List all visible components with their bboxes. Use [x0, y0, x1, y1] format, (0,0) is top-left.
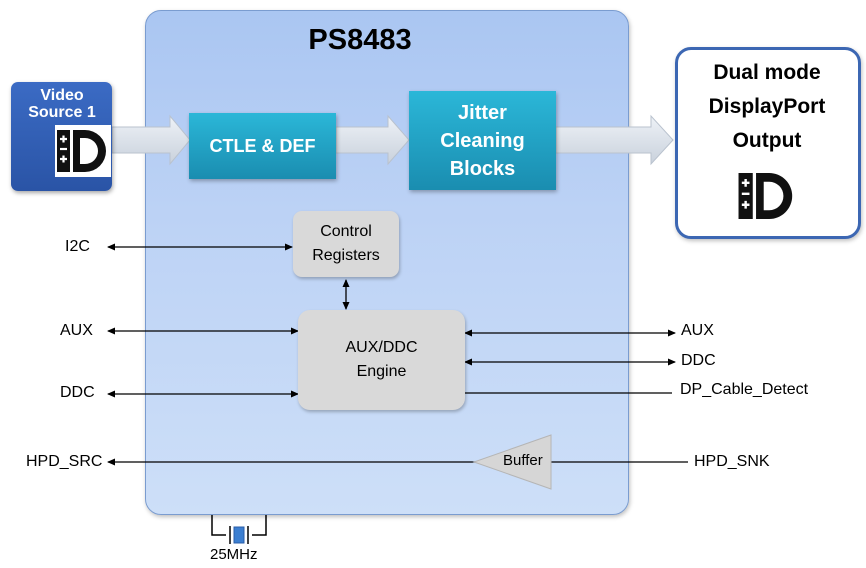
control-registers-line2: Registers [312, 247, 380, 264]
video-source-label-line1: Video [40, 87, 84, 104]
displayport-logo-icon [738, 173, 793, 219]
signal-label-hpd-snk: HPD_SNK [694, 453, 770, 470]
output-label-line2: DisplayPort [708, 95, 826, 118]
output-label-line1: Dual mode [713, 61, 821, 84]
chip-title: PS8483 [308, 24, 412, 56]
jitter-label-line1: Jitter [458, 101, 507, 124]
flow-arrow-source-to-ctle [111, 114, 191, 166]
jitter-cleaning-block: Jitter Cleaning Blocks [409, 91, 556, 190]
ctle-def-block: CTLE & DEF [189, 113, 336, 179]
jitter-label-line2: Cleaning [440, 129, 525, 152]
signal-label-aux-left: AUX [60, 322, 93, 339]
crystal-label: 25MHz [210, 546, 258, 563]
jitter-label-line3: Blocks [449, 157, 516, 180]
signal-label-cable-detect: DP_Cable_Detect [680, 381, 809, 398]
output-box [675, 47, 861, 239]
video-source-label-line2: Source 1 [28, 104, 96, 121]
displayport-logo-icon [57, 130, 106, 172]
signal-label-hpd-src: HPD_SRC [26, 453, 103, 470]
buffer-triangle [472, 434, 552, 490]
signal-label-i2c: I2C [65, 238, 90, 255]
signal-label-ddc-right: DDC [681, 352, 716, 369]
aux-ddc-engine-line1: AUX/DDC [345, 339, 418, 356]
signal-label-aux-right: AUX [681, 322, 714, 339]
video-source-label: Video Source 1 [14, 87, 110, 121]
signal-label-ddc-left: DDC [60, 384, 95, 401]
ctle-def-label: CTLE & DEF [209, 135, 316, 156]
aux-ddc-engine-block: AUX/DDC Engine [298, 310, 465, 410]
output-label-line3: Output [732, 129, 802, 152]
buffer-label: Buffer [503, 452, 543, 469]
output-label: Dual mode DisplayPort Output [678, 56, 856, 158]
control-registers-block: Control Registers [293, 211, 399, 277]
aux-ddc-engine-line2: Engine [356, 363, 407, 380]
crystal-icon [211, 515, 267, 544]
flow-arrow-jitter-to-output [555, 114, 674, 166]
flow-arrow-ctle-to-jitter [335, 114, 410, 166]
control-registers-line1: Control [320, 223, 372, 240]
